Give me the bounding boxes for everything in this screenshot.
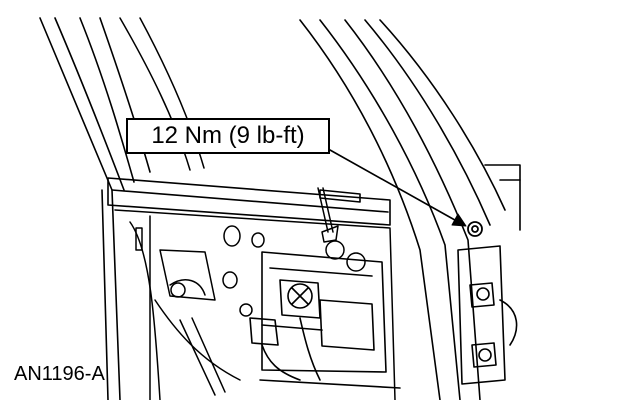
door-frame-left: [39, 17, 151, 400]
regulator-rod: [317, 187, 339, 243]
door-inner-panel: [114, 209, 396, 400]
torque-label: 12 Nm (9 lb-ft): [151, 122, 305, 149]
leader-arrow: [329, 149, 467, 227]
bolt-icon: [467, 221, 483, 237]
window-regulator: [154, 249, 241, 396]
torque-callout: 12 Nm (9 lb-ft): [126, 118, 330, 154]
door-latch-mechanism: [249, 251, 401, 389]
figure-id: AN1196-A: [14, 363, 105, 385]
latch-striker-bracket: [457, 245, 518, 385]
b-pillar: [299, 19, 521, 400]
